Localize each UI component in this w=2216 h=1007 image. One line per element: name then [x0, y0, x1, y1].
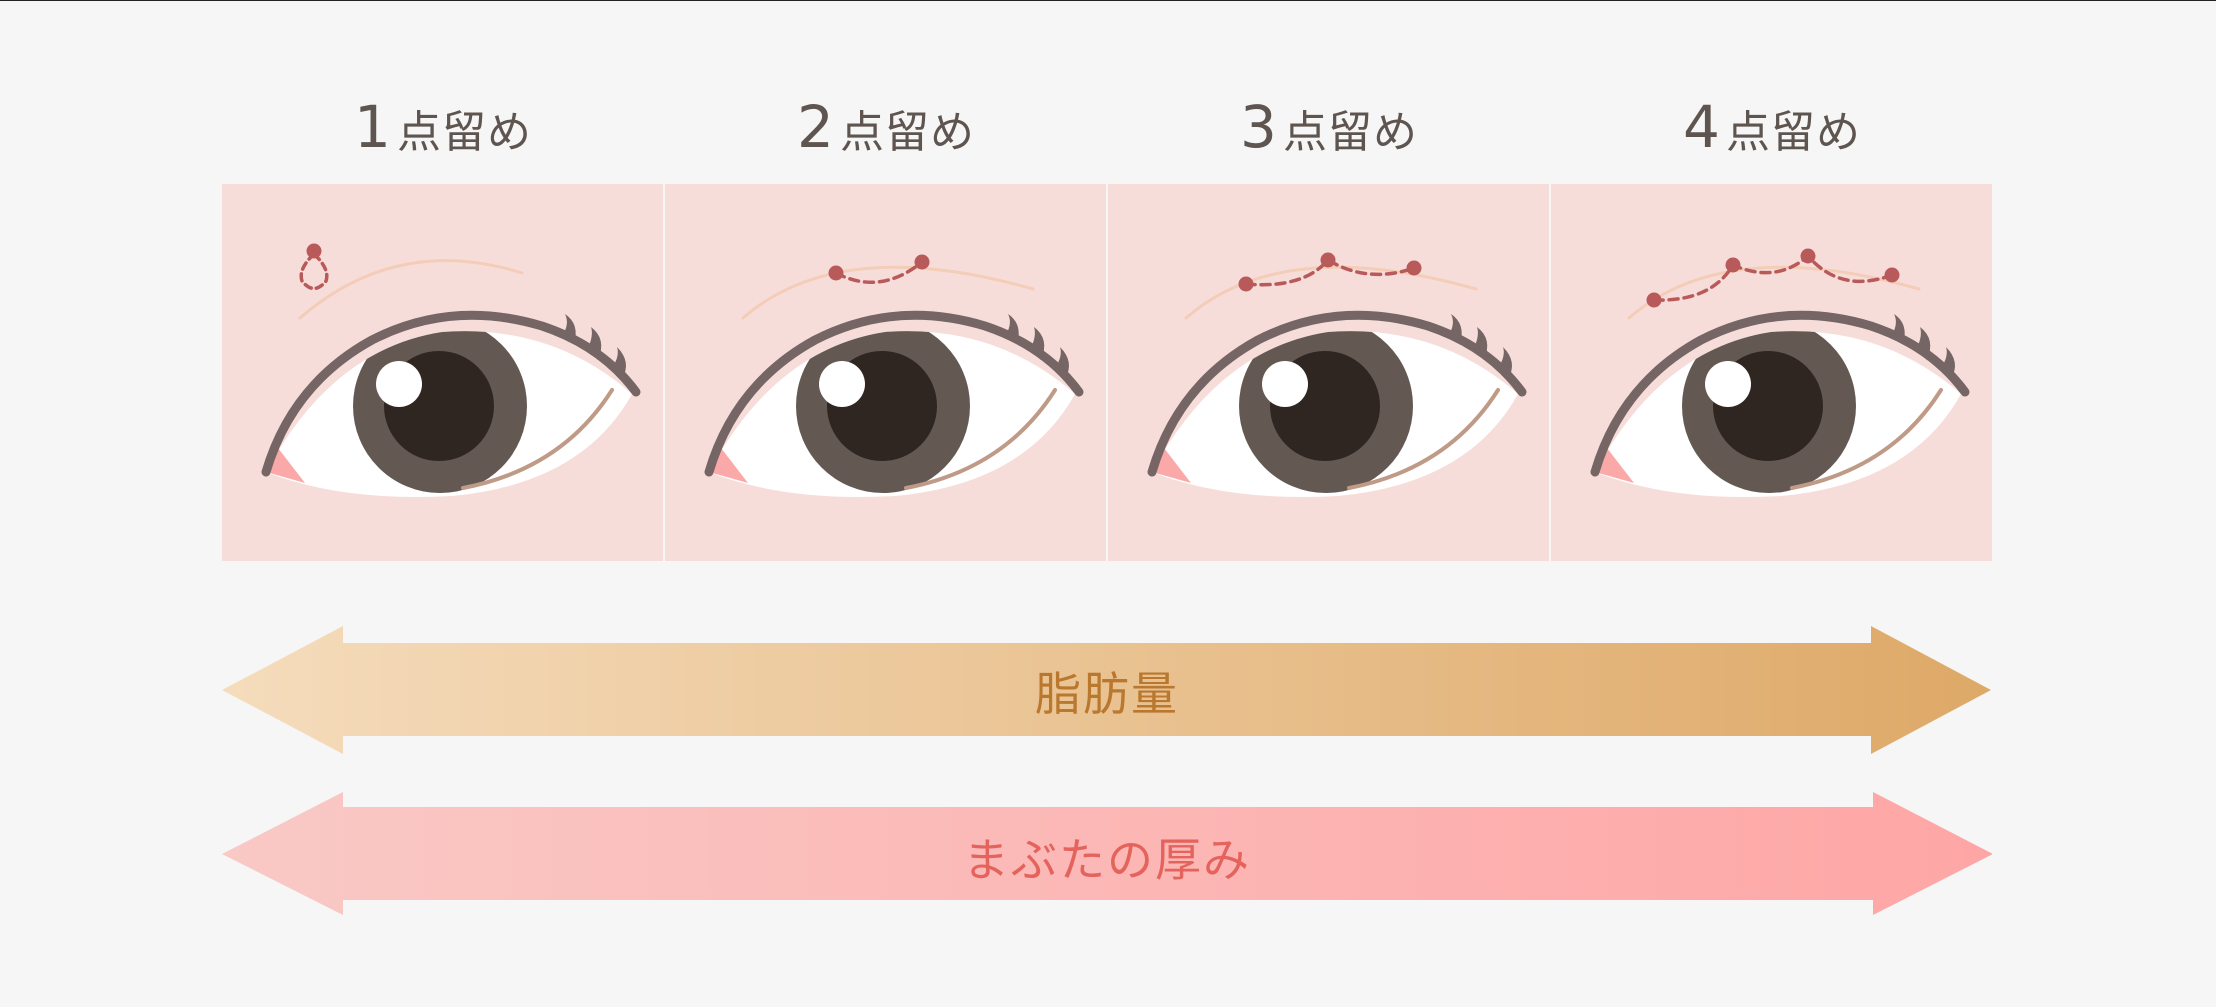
- double-arrow-icon: [222, 626, 1991, 754]
- heading-2-point: 2 点留め: [665, 92, 1107, 162]
- heading-number: 3: [1240, 93, 1277, 161]
- double-arrow-icon: [222, 792, 1992, 915]
- heading-4-point: 4 点留め: [1551, 92, 1993, 162]
- eye-illustration-icon: [704, 254, 1084, 497]
- eyelid-thickness-label: まぶたの厚み: [963, 833, 1251, 887]
- heading-number: 2: [797, 93, 834, 161]
- fat-amount-label: 脂肪量: [1035, 667, 1179, 721]
- eye-illustration-icon: [1147, 252, 1527, 497]
- heading-label: 点留め: [1725, 107, 1861, 158]
- heading-3-point: 3 点留め: [1108, 92, 1550, 162]
- heading-number: 1: [354, 93, 391, 161]
- heading-1-point: 1 点留め: [222, 92, 664, 162]
- panel-1-point: [222, 184, 663, 561]
- eye-illustration-icon: [1590, 248, 1970, 497]
- heading-label: 点留め: [839, 107, 975, 158]
- fat-amount-arrow: 脂肪量: [222, 626, 1992, 754]
- heading-label: 点留め: [396, 107, 532, 158]
- heading-number: 4: [1683, 93, 1720, 161]
- heading-label: 点留め: [1282, 107, 1418, 158]
- eye-illustration-icon: [261, 243, 641, 497]
- eye-panels: [222, 184, 1992, 561]
- eyelid-thickness-arrow: まぶたの厚み: [222, 792, 1992, 916]
- panel-4-point: [1551, 184, 1992, 561]
- panel-3-point: [1108, 184, 1549, 561]
- top-border: [0, 0, 2216, 1]
- panel-2-point: [665, 184, 1106, 561]
